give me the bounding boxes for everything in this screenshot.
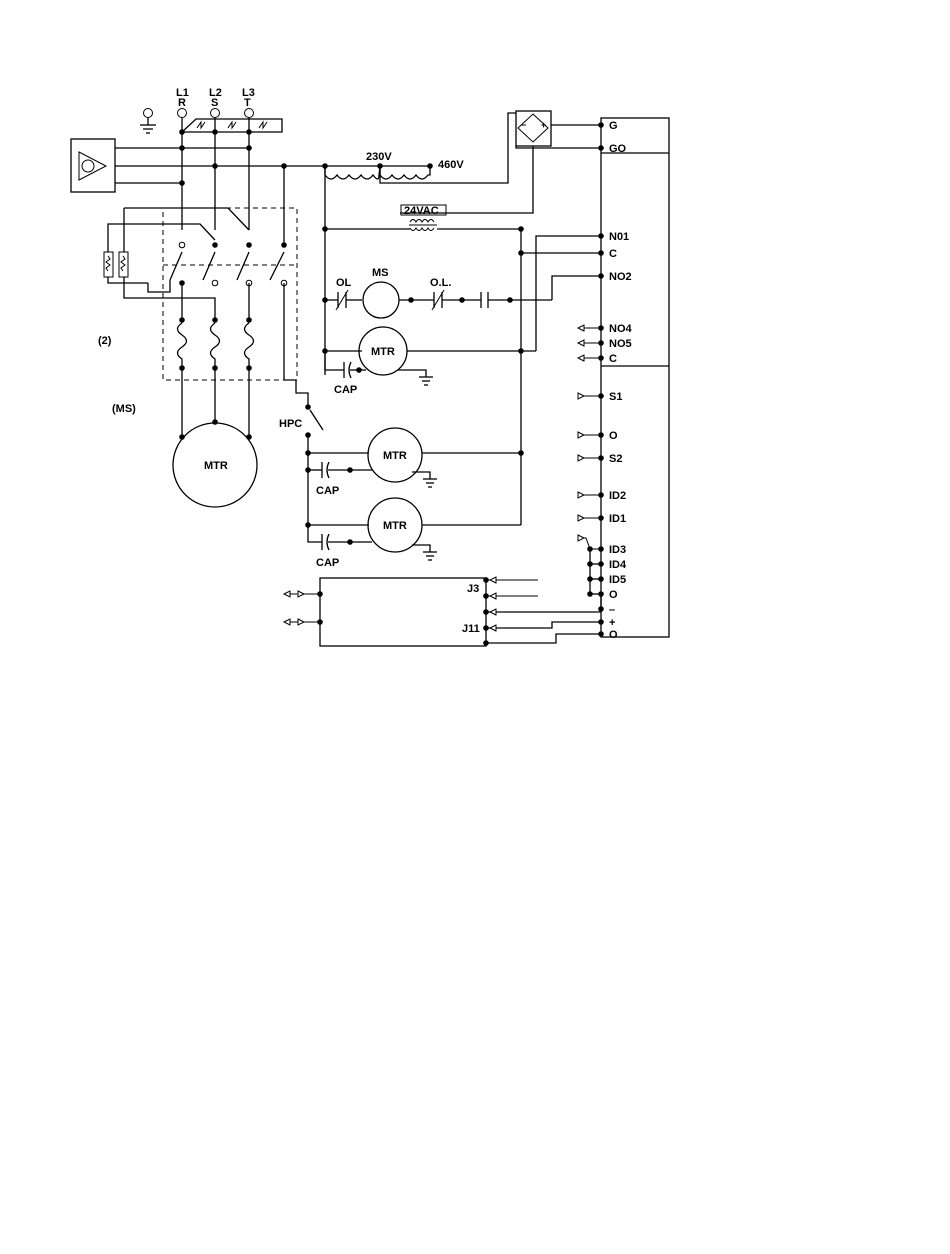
ms-coil-icon: MS: [363, 267, 399, 318]
terminal-s2: S2: [609, 453, 622, 465]
starter-contacts: [124, 208, 287, 286]
label-cap-evap: CAP: [334, 384, 357, 396]
control-transformer: 24VAC: [401, 205, 446, 231]
module-network-ports: [284, 591, 323, 625]
terminal-go: GO: [609, 143, 627, 155]
heater-icon: (2) (MS): [98, 208, 215, 415]
terminal-id5: ID5: [609, 574, 626, 586]
label-ol2: O.L.: [430, 277, 451, 289]
terminal-g: G: [609, 120, 618, 132]
terminal-plus: +: [609, 617, 615, 629]
fan-motor-2-icon: MTR: [368, 498, 422, 552]
label-ol: OL: [336, 277, 352, 289]
ol-contact: OL: [336, 277, 352, 310]
label-230v: 230V: [366, 151, 392, 163]
terminal-no2: NO2: [609, 271, 632, 283]
terminal-id2: ID2: [609, 490, 626, 502]
n-symbol-2: [228, 122, 236, 128]
terminal-block: G GO N01 C NO2 NO4 NO5 C S1 O S2 ID2 ID1…: [598, 120, 632, 641]
label-ms-coil: MS: [372, 267, 389, 279]
transformer-primary: 230V 460V: [325, 151, 464, 179]
label-heater-count: (2): [98, 335, 112, 347]
rectifier-icon: − +: [516, 111, 551, 146]
fan-motor-1-icon: MTR: [368, 428, 422, 482]
label-s: S: [211, 97, 218, 109]
overload-coils: [178, 283, 254, 371]
terminal-l3: [245, 109, 254, 118]
label-hpc: HPC: [279, 418, 302, 430]
terminal-no1: N01: [609, 231, 629, 243]
label-t: T: [244, 97, 251, 109]
evap-motor-icon: MTR: [359, 327, 407, 375]
terminal-no4: NO4: [609, 323, 633, 335]
input-arrows: [578, 325, 601, 549]
supply-labels: L1 R L2 S L3 T: [176, 87, 255, 109]
label-ms: (MS): [112, 403, 136, 415]
label-mtr-fan1: MTR: [383, 450, 407, 462]
terminal-s1: S1: [609, 391, 622, 403]
label-mtr-compressor: MTR: [204, 460, 228, 472]
terminal-no5: NO5: [609, 338, 632, 350]
terminal-c1: C: [609, 248, 617, 260]
ground-icon: [412, 472, 437, 487]
terminal-o1: O: [609, 430, 618, 442]
ground-icon: [412, 545, 437, 560]
terminal-id1: ID1: [609, 513, 626, 525]
label-r: R: [178, 97, 186, 109]
terminal-l2: [211, 109, 220, 118]
terminal-id3: ID3: [609, 544, 626, 556]
label-j3: J3: [467, 583, 479, 595]
terminal-minus: –: [609, 604, 615, 616]
svg-text:+: +: [541, 120, 546, 130]
phase-monitor-icon: [71, 139, 115, 192]
ground-icon: [398, 370, 433, 385]
label-cap-fan2: CAP: [316, 557, 339, 569]
n-symbol-3: [259, 122, 267, 128]
expansion-module: [320, 578, 486, 646]
ground-icon: [140, 109, 156, 134]
terminal-l1: [178, 109, 187, 118]
ol2-contact: O.L.: [430, 277, 451, 310]
label-460v: 460V: [438, 159, 464, 171]
module-terminals: [483, 577, 601, 646]
terminal-c2: C: [609, 353, 617, 365]
terminal-o3: O: [609, 629, 618, 641]
phase-loop: [182, 119, 282, 132]
terminal-o2: O: [609, 589, 618, 601]
label-cap-fan1: CAP: [316, 485, 339, 497]
label-j11: J11: [462, 623, 480, 635]
label-24vac: 24VAC: [404, 205, 439, 217]
compressor-motor-icon: MTR: [173, 423, 257, 507]
terminal-id4: ID4: [609, 559, 627, 571]
starter-box: [163, 208, 297, 380]
label-mtr-fan2: MTR: [383, 520, 407, 532]
label-mtr-evap: MTR: [371, 346, 395, 358]
svg-text:−: −: [521, 120, 526, 130]
n-symbol-1: [197, 122, 205, 128]
